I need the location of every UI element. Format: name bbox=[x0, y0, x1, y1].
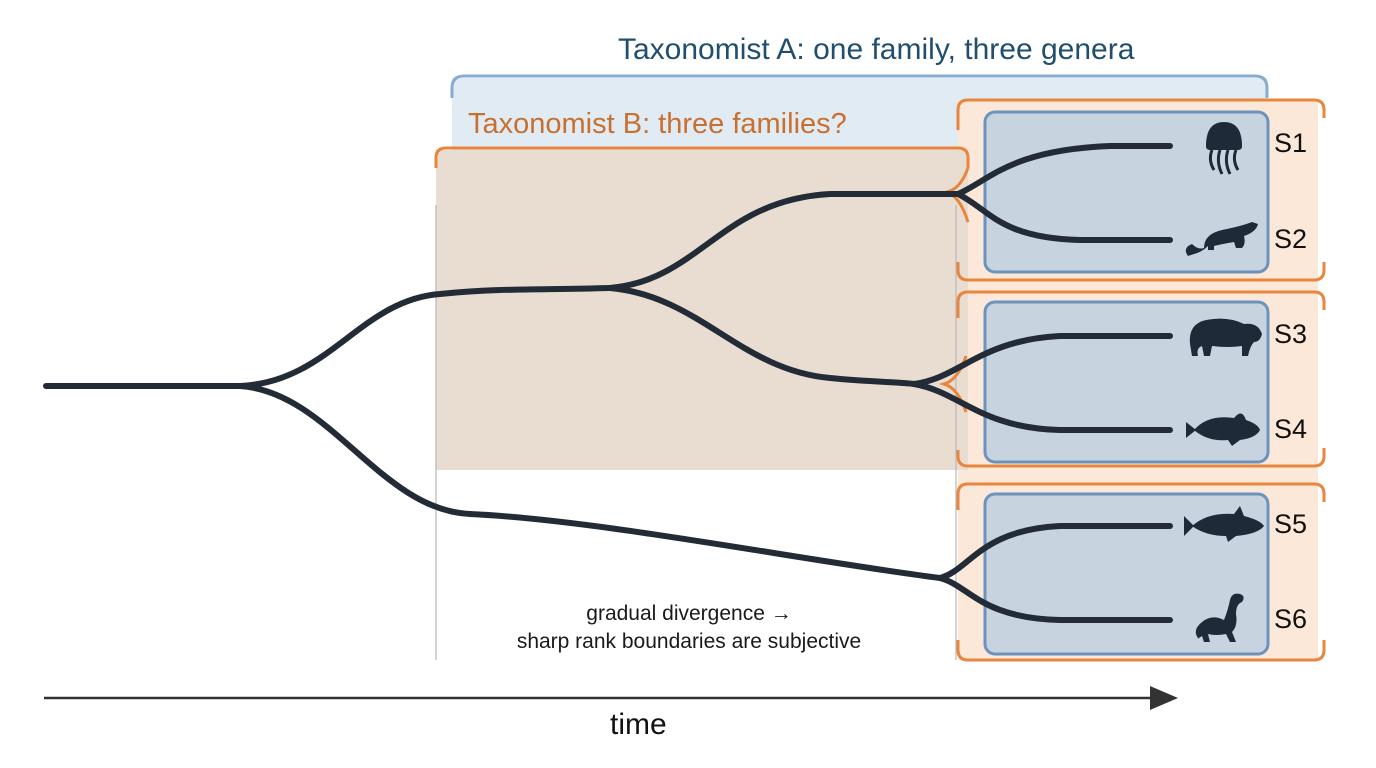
mammal-icon bbox=[1189, 318, 1262, 356]
lizard-icon bbox=[1185, 222, 1258, 256]
species-label-s5: S5 bbox=[1274, 509, 1308, 539]
fish-icon bbox=[1186, 413, 1260, 446]
taxonomist-b-region bbox=[436, 150, 968, 470]
branch-s1 bbox=[955, 143, 1173, 197]
species-label-s4: S4 bbox=[1274, 414, 1308, 444]
branch-s6 bbox=[937, 575, 1173, 623]
taxonomist-b-bracket bbox=[434, 146, 970, 168]
family-bracket-3 bbox=[956, 482, 1326, 662]
taxonomist-a-bracket bbox=[450, 74, 1269, 98]
branch-s5 bbox=[937, 523, 1173, 581]
divergence-note: gradual divergence → sharp rank boundari… bbox=[456, 600, 922, 656]
branch-s3 bbox=[911, 333, 1173, 387]
branch-upper bbox=[237, 285, 613, 389]
taxonomist-a-label: Taxonomist A: one family, three genera bbox=[618, 33, 1135, 66]
branch-s2 bbox=[955, 191, 1173, 243]
branch-s4 bbox=[911, 381, 1173, 433]
family-bracket-1 bbox=[956, 98, 1326, 282]
species-label-s2: S2 bbox=[1274, 224, 1308, 254]
species-label-s3: S3 bbox=[1274, 319, 1308, 349]
fish-icon-2 bbox=[1184, 506, 1264, 542]
jellyfish-icon bbox=[1206, 122, 1242, 175]
time-axis-label: time bbox=[610, 708, 667, 741]
branch-lower bbox=[237, 383, 943, 581]
taxonomist-b-label: Taxonomist B: three families? bbox=[468, 108, 847, 140]
divergence-note-line1: gradual divergence → bbox=[586, 602, 792, 625]
time-axis-arrowhead bbox=[1150, 686, 1178, 710]
divergence-note-line2: sharp rank boundaries are subjective bbox=[516, 630, 862, 653]
plesiosaur-icon bbox=[1195, 593, 1244, 642]
species-label-s6: S6 bbox=[1274, 604, 1308, 634]
species-label-s1: S1 bbox=[1274, 128, 1308, 158]
branch-upper-up bbox=[607, 191, 961, 291]
branches bbox=[43, 143, 1173, 623]
family-bracket-2 bbox=[956, 290, 1326, 468]
branch-upper-down bbox=[607, 285, 917, 387]
genus-box-3 bbox=[983, 492, 1270, 656]
